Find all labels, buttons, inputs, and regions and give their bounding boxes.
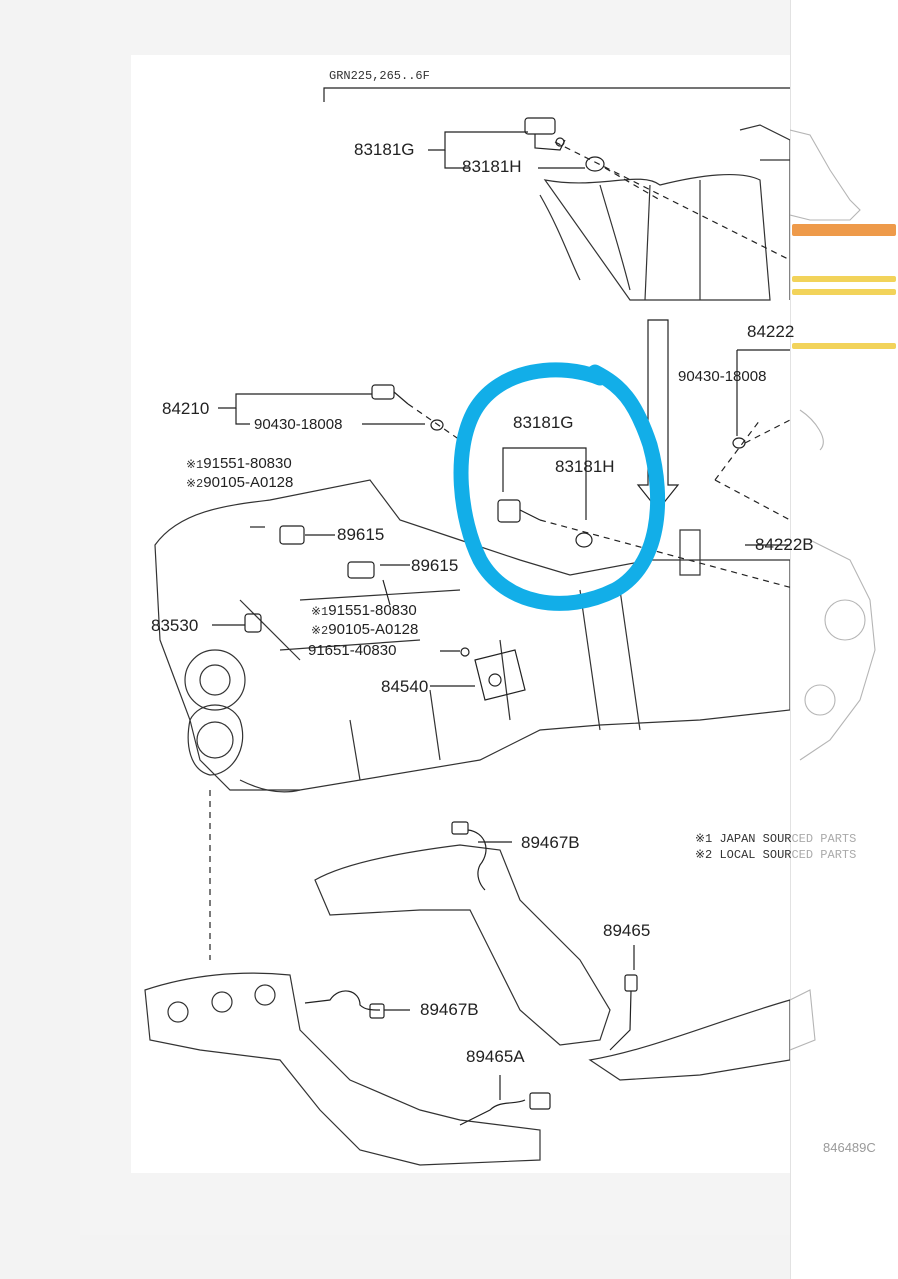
sensor-83530 xyxy=(244,613,262,633)
speed-sensor-83181g-top xyxy=(524,117,566,151)
o2-sensor-89465a xyxy=(459,1092,551,1126)
part-label-83181g-top[interactable]: 83181G xyxy=(354,140,415,159)
switch-84540 xyxy=(474,649,526,701)
part-label-90430-left[interactable]: 90430-18008 xyxy=(254,416,343,433)
part-label-90430-right[interactable]: 90430-18008 xyxy=(678,368,767,385)
marker-2-b: ※290105-A0128 xyxy=(311,621,419,638)
color-bar-yellow-3 xyxy=(792,343,896,349)
upper-housing-drawing xyxy=(539,124,791,301)
engine-transmission-drawing xyxy=(154,479,791,793)
sensor-89615-a xyxy=(279,525,305,545)
color-bar-yellow-2 xyxy=(792,289,896,295)
sensor-89615-b xyxy=(347,561,375,579)
part-label-84222[interactable]: 84222 xyxy=(747,322,795,341)
part-label-89615-a[interactable]: 89615 xyxy=(337,525,385,544)
part-label-83181g-circled[interactable]: 83181G xyxy=(513,413,574,432)
marker-1-a: ※191551-80830 xyxy=(186,455,292,472)
o-ring-83181h-top xyxy=(585,156,605,172)
part-label-84540[interactable]: 84540 xyxy=(381,677,429,696)
legend-note-japan: ※1 JAPAN SOURCED PARTS xyxy=(695,832,857,846)
part-label-84210[interactable]: 84210 xyxy=(162,399,210,418)
o2-sensor-89467b-top xyxy=(451,821,487,891)
highlight-circle xyxy=(453,362,666,611)
speed-sensor-83181g-circled xyxy=(497,499,541,523)
part-label-84222b[interactable]: 84222B xyxy=(755,535,814,554)
part-label-83530[interactable]: 83530 xyxy=(151,616,199,635)
part-label-89465a[interactable]: 89465A xyxy=(466,1047,525,1066)
marker-2-a: ※290105-A0128 xyxy=(186,474,294,491)
part-label-89615-b[interactable]: 89615 xyxy=(411,556,459,575)
part-label-89465[interactable]: 89465 xyxy=(603,921,651,940)
part-label-89467b-top[interactable]: 89467B xyxy=(521,833,580,852)
color-bar-yellow-1 xyxy=(792,276,896,282)
switch-84210 xyxy=(371,384,409,405)
side-faded-drawing xyxy=(790,129,876,1051)
diagram-sheet xyxy=(131,55,790,1173)
color-bar-orange xyxy=(792,224,896,236)
model-code: GRN225,265..6F xyxy=(329,69,430,83)
part-label-91651[interactable]: 91651-40830 xyxy=(308,642,397,659)
part-label-83181h-top[interactable]: 83181H xyxy=(462,157,522,176)
direction-arrow xyxy=(636,319,680,511)
o2-sensor-89465 xyxy=(609,974,638,1051)
part-label-83181h-circled[interactable]: 83181H xyxy=(555,457,615,476)
o-ring-83181h-circled xyxy=(575,532,593,548)
marker-1-b: ※191551-80830 xyxy=(311,602,417,619)
diagram-reference-number: 846489C xyxy=(823,1140,876,1155)
part-label-89467b-bottom[interactable]: 89467B xyxy=(420,1000,479,1019)
o2-sensor-89467b-bottom xyxy=(304,990,385,1019)
legend-note-local: ※2 LOCAL SOURCED PARTS xyxy=(695,848,857,862)
